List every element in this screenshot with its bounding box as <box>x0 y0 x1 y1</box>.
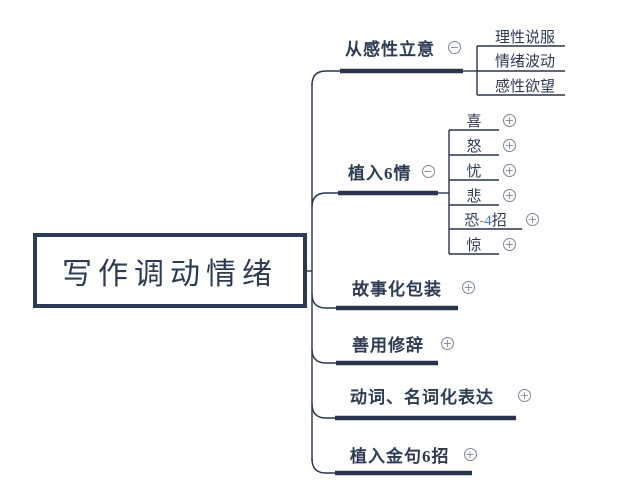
collapse-icon[interactable]: − <box>421 165 435 178</box>
branch-topic-3-label: 故事化包装 <box>352 280 442 299</box>
subtopic-label: 忧 <box>466 164 482 180</box>
expand-icon[interactable]: + <box>441 337 454 350</box>
subtopic-sadness[interactable]: 悲 + <box>449 187 516 205</box>
subtopic-label: 悲 <box>466 189 482 205</box>
subtopic-sensual-desire[interactable]: 感性欲望 <box>477 77 556 95</box>
expand-icon[interactable]: + <box>462 281 475 294</box>
branch-topic-2[interactable]: 植入6情 − <box>348 161 435 183</box>
subtopic-label: 惊 <box>466 238 482 254</box>
branch-topic-4-label: 善用修辞 <box>352 336 424 355</box>
branch-topic-1[interactable]: 从感性立意 − <box>345 37 461 59</box>
expand-icon[interactable]: + <box>526 213 539 226</box>
subtopic-label: 理性说服 <box>495 30 556 46</box>
root-node-label: 写作调动情绪 <box>62 257 278 291</box>
subtopic-anger[interactable]: 怒 + <box>449 137 516 155</box>
branch-topic-6-label: 植入金句6招 <box>350 447 450 466</box>
branch-topic-6[interactable]: 植入金句6招 + <box>350 444 477 466</box>
subtopic-label: 喜 <box>466 114 482 130</box>
expand-icon[interactable]: + <box>503 139 516 152</box>
expand-icon[interactable]: + <box>503 164 516 177</box>
expand-icon[interactable]: + <box>503 114 516 127</box>
collapse-icon[interactable]: − <box>448 41 461 54</box>
subtopic-fear-4-tricks[interactable]: 恐-4招 + <box>449 211 539 229</box>
subtopic-label: 怒 <box>466 139 482 155</box>
branch-topic-2-label: 植入6情 <box>348 164 412 183</box>
subtopic-joy[interactable]: 喜 + <box>449 112 516 130</box>
branch-topic-4[interactable]: 善用修辞 + <box>352 333 454 355</box>
expand-icon[interactable]: + <box>503 189 516 202</box>
subtopic-emotion-wave[interactable]: 情绪波动 <box>477 52 556 70</box>
subtopic-rational-persuasion[interactable]: 理性说服 <box>477 28 556 46</box>
expand-icon[interactable]: + <box>503 238 516 251</box>
branch-topic-3[interactable]: 故事化包装 + <box>352 277 475 299</box>
subtopic-worry[interactable]: 忧 + <box>449 162 516 180</box>
expand-icon[interactable]: + <box>518 389 531 402</box>
subtopic-label: 恐-4招 <box>464 213 507 229</box>
branch-topic-5[interactable]: 动词、名词化表达 + <box>350 385 531 407</box>
expand-icon[interactable]: + <box>463 448 477 461</box>
subtopic-label: 感性欲望 <box>495 79 556 95</box>
subtopic-surprise[interactable]: 惊 + <box>449 236 516 254</box>
branch-topic-1-label: 从感性立意 <box>345 40 435 59</box>
subtopic-label: 情绪波动 <box>495 54 556 70</box>
branch-topic-5-label: 动词、名词化表达 <box>350 388 494 407</box>
root-node[interactable]: 写作调动情绪 <box>33 233 307 308</box>
